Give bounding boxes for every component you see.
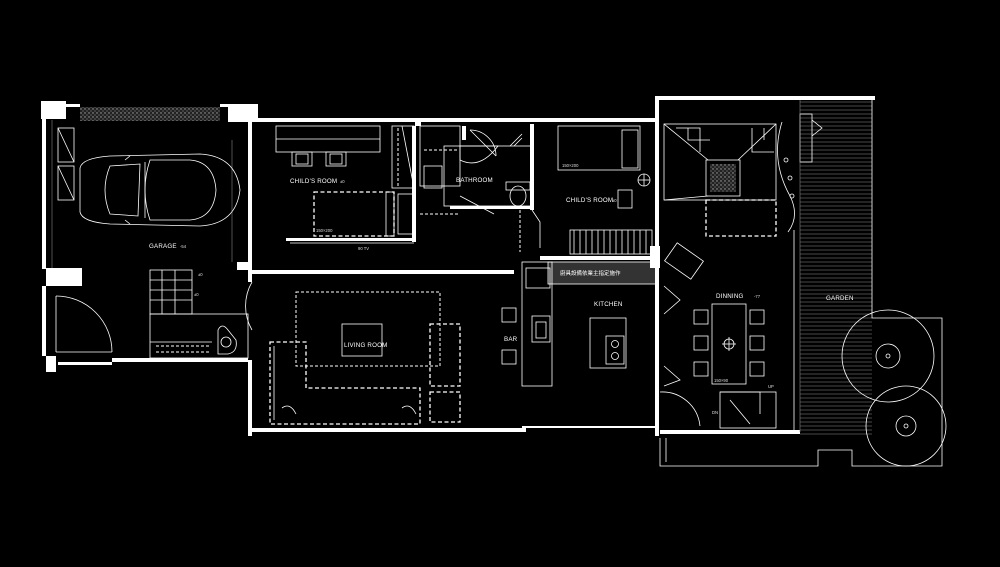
garage-label: GARAGE [149,243,177,250]
child-room-2: 150×200 CHILD'S ROOM ±0 [500,118,656,255]
dinning-label: DINNING [716,293,744,300]
living-room-label: LIVING ROOM [344,342,387,349]
car-icon [79,153,241,227]
bathroom-label: BATHROOM [456,177,493,184]
dim-dn: DN [712,410,718,415]
child-room-1-level: ±0 [340,179,345,184]
entry-area: ±0 ±0 [58,262,253,436]
dinning-level: -77 [754,294,761,299]
garden: GARDEN [659,100,947,467]
dim-tv: 90 TV [358,246,369,251]
table-size: 150×90 [714,378,729,383]
child-room-1: CHILD'S ROOM ±0 150×200 90 TV [252,118,421,251]
child-room-2-label: CHILD'S ROOM [566,197,613,204]
stair-level: ±0 [198,272,203,277]
dining-area: DINNING -77 150×90 DN UP [655,96,875,436]
garage-level: -54 [180,244,187,249]
child-room-1-label: CHILD'S ROOM [290,178,337,185]
entry-level: ±0 [194,292,199,297]
bar-label: BAR [504,336,518,343]
garden-label: GARDEN [826,295,854,302]
garage-area: GARAGE -54 [41,101,258,372]
bathroom: BATHROOM [419,118,534,215]
kitchen-banner: 廚具設備依業主指定施作 [560,269,621,277]
dim-up: UP [768,384,774,389]
bed-1-size: 150×200 [316,228,333,233]
kitchen: 廚具設備依業主指定施作 KITCHEN BAR [501,246,660,387]
living-room: LIVING ROOM [248,270,656,432]
kitchen-label: KITCHEN [594,301,623,308]
bed-2-size: 150×200 [562,163,579,168]
child-room-2-level: ±0 [612,198,617,203]
